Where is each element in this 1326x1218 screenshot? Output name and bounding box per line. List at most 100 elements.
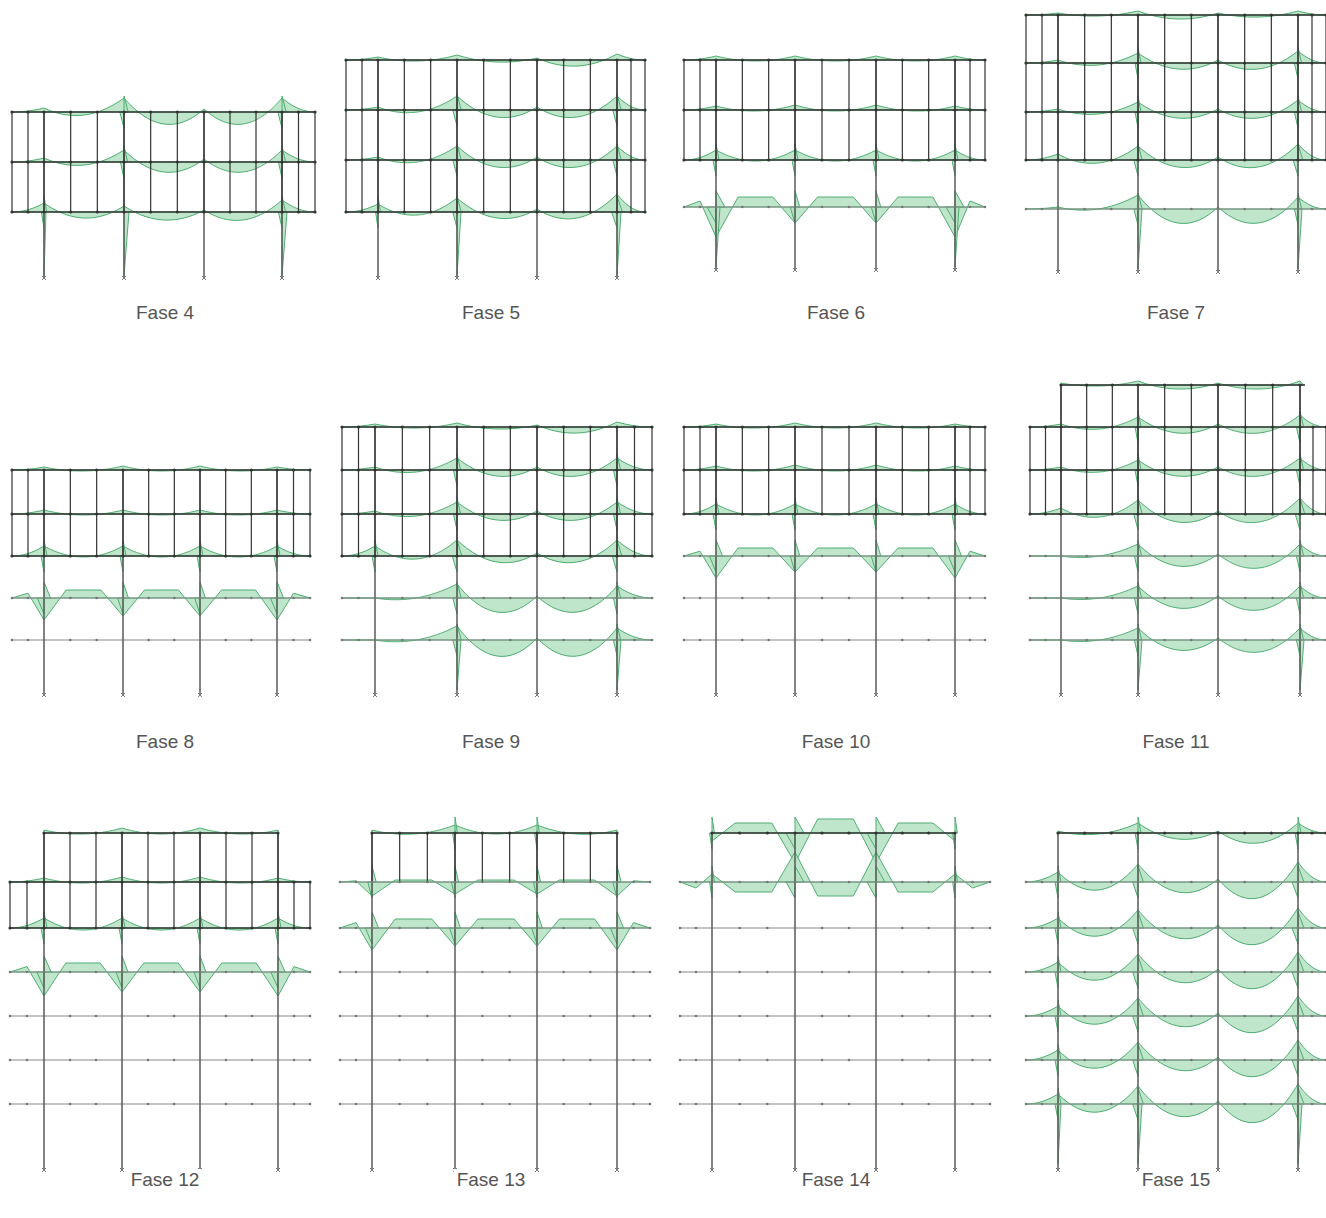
joint (11, 597, 14, 600)
moment-diagram (1061, 381, 1304, 389)
column-moment (946, 207, 955, 223)
column (1299, 385, 1301, 695)
joint (199, 971, 202, 974)
joint (1136, 110, 1139, 113)
support-mark (714, 268, 718, 272)
joint (1297, 881, 1300, 884)
column-moment (116, 972, 122, 988)
support-mark (615, 693, 619, 697)
joint (1041, 1059, 1044, 1062)
column-moment (716, 540, 723, 556)
joint (984, 555, 987, 558)
joint (371, 1015, 374, 1018)
joint (1190, 597, 1193, 600)
column (616, 427, 618, 695)
joint (398, 1103, 401, 1106)
column (1137, 15, 1139, 272)
joint (509, 58, 512, 61)
joint (953, 831, 956, 834)
joint (482, 425, 485, 428)
joint (794, 597, 797, 600)
joint (95, 512, 98, 515)
hanger (121, 882, 122, 928)
joint (344, 158, 347, 161)
floor-beam (340, 927, 650, 928)
joint (146, 831, 149, 834)
joint (1110, 831, 1113, 834)
joint (874, 468, 877, 471)
column (43, 112, 45, 278)
column (1297, 15, 1299, 272)
joint (927, 639, 930, 642)
hanger (377, 60, 378, 212)
column (123, 112, 125, 278)
joint (1244, 425, 1247, 428)
joint (649, 1103, 652, 1106)
joint (562, 158, 565, 161)
column-moment (1133, 1104, 1138, 1120)
joint (927, 1015, 930, 1018)
joint (649, 881, 652, 884)
joint (401, 468, 404, 471)
joint (69, 160, 72, 163)
joint (643, 108, 646, 111)
joint (293, 1103, 296, 1106)
joint (650, 512, 653, 515)
joint (847, 108, 850, 111)
joint (698, 512, 701, 515)
joint (698, 108, 701, 111)
joint (426, 927, 429, 930)
joint (340, 512, 343, 515)
support-mark (793, 268, 797, 272)
joint (9, 1103, 12, 1106)
joint (1056, 158, 1059, 161)
joint (766, 1015, 769, 1018)
joint (199, 1103, 202, 1106)
support-mark (535, 693, 539, 697)
column-moment (1138, 1088, 1143, 1104)
joint (1311, 927, 1314, 930)
hanger (97, 112, 98, 212)
joint (481, 971, 484, 974)
label-slot: Fase 10 (799, 731, 874, 753)
joint (1163, 555, 1166, 558)
floor-beam (1030, 639, 1326, 640)
floor-beam (1026, 927, 1326, 928)
moment-diagram (342, 458, 651, 476)
joint (1324, 158, 1326, 161)
joint (173, 554, 176, 557)
joint (401, 639, 404, 642)
joint (225, 971, 228, 974)
hanger (536, 833, 537, 882)
joint (1059, 512, 1062, 515)
hanger (1029, 427, 1030, 514)
column (374, 427, 376, 695)
joint (989, 881, 992, 884)
joint (1056, 13, 1059, 16)
joint (1310, 110, 1313, 113)
joint (176, 160, 179, 163)
joint (1217, 881, 1220, 884)
column (199, 833, 201, 1170)
joint (509, 158, 512, 161)
support-mark (710, 1168, 714, 1172)
floor-beam (1030, 597, 1326, 598)
joint (589, 58, 592, 61)
joint (1312, 555, 1315, 558)
joint (357, 554, 360, 557)
column-moment (122, 956, 128, 972)
joint (277, 1015, 280, 1018)
joint (198, 468, 201, 471)
truss-beam (1030, 469, 1326, 471)
joint (535, 425, 538, 428)
joint (875, 597, 878, 600)
joint (589, 831, 592, 834)
joint (695, 1015, 698, 1018)
joint (308, 926, 311, 929)
joint (615, 468, 618, 471)
truss-beam (12, 513, 310, 515)
joint (42, 554, 45, 557)
joint (901, 1059, 904, 1062)
joint (766, 831, 769, 834)
joint (954, 639, 957, 642)
